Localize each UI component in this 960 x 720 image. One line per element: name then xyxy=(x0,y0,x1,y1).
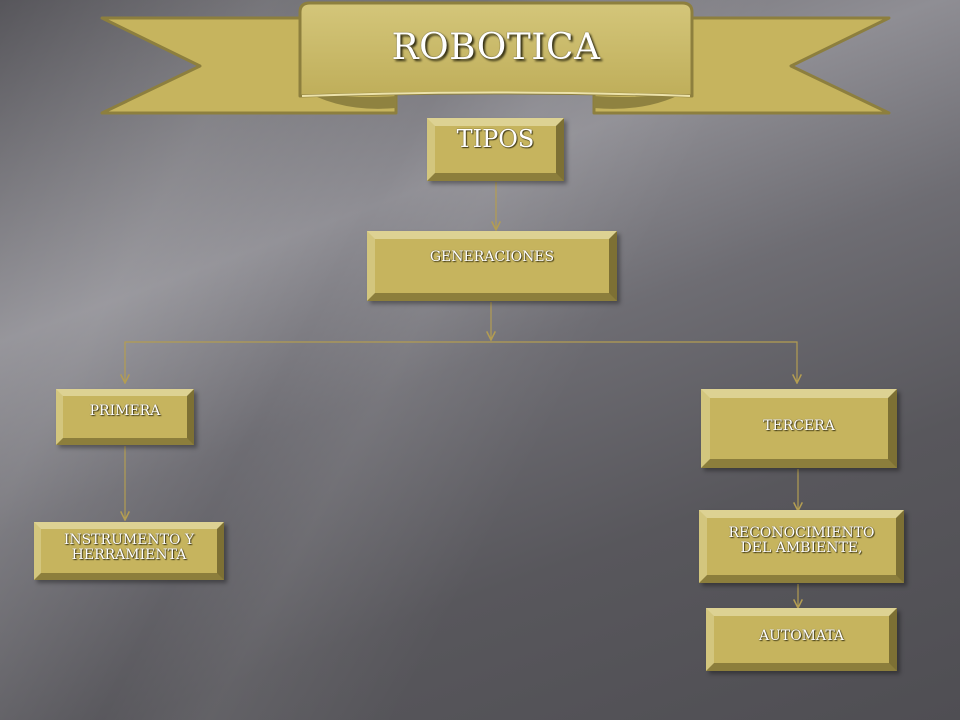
node-tipos: TIPOS xyxy=(427,118,564,181)
node-generaciones-label: GENERACIONES xyxy=(429,248,555,265)
node-automata: AUTOMATA xyxy=(706,608,897,671)
node-generaciones: GENERACIONES xyxy=(367,231,617,301)
connector-split-primera xyxy=(125,341,491,383)
node-primera: PRIMERA xyxy=(56,389,194,445)
node-automata-label: AUTOMATA xyxy=(758,628,845,645)
node-tercera-label: TERCERA xyxy=(763,418,835,435)
node-instrumento-label: INSTRUMENTO Y HERRAMIENTA xyxy=(63,532,195,563)
node-instrumento: INSTRUMENTO Y HERRAMIENTA xyxy=(34,522,224,580)
node-primera-label: PRIMERA xyxy=(89,402,161,419)
node-tipos-label: TIPOS xyxy=(456,124,535,153)
node-reconocimiento: RECONOCIMIENTO DEL AMBIENTE, xyxy=(699,510,904,583)
diagram-title: ROBOTICA xyxy=(391,26,601,68)
node-reconocimiento-label: RECONOCIMIENTO DEL AMBIENTE, xyxy=(728,524,875,556)
connector-split-tercera xyxy=(491,341,797,383)
node-tercera: TERCERA xyxy=(701,389,897,468)
